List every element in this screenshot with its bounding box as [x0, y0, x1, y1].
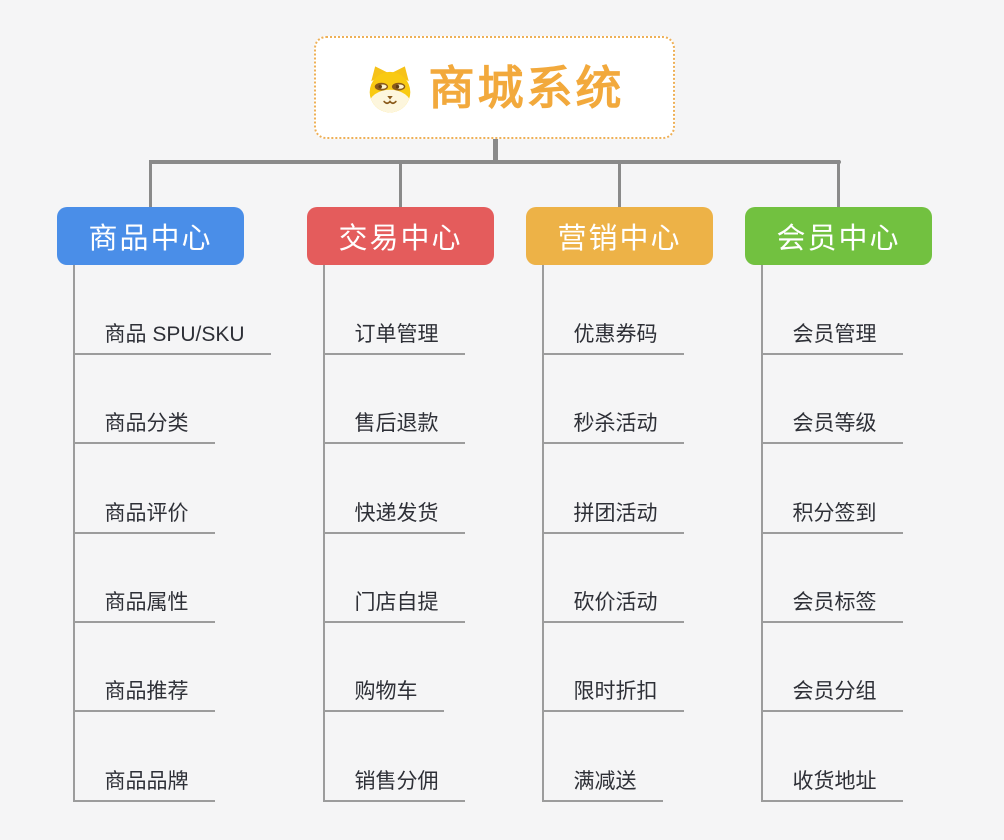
- root-connector-stub: [492, 139, 498, 164]
- leaf-node[interactable]: 商品推荐: [72, 681, 215, 713]
- leaf-node[interactable]: 购物车: [322, 681, 444, 713]
- leaf-node[interactable]: 砍价活动: [541, 591, 684, 623]
- leaf-node[interactable]: 满减送: [541, 770, 663, 802]
- branch-bus-line: [148, 160, 841, 164]
- leaf-node[interactable]: 会员等级: [760, 413, 903, 445]
- leaf-node[interactable]: 商品品牌: [72, 770, 215, 802]
- branch-drop-line: [617, 160, 621, 209]
- leaf-node[interactable]: 会员标签: [760, 591, 903, 623]
- leaf-node[interactable]: 快递发货: [322, 502, 465, 534]
- leaf-node[interactable]: 优惠券码: [541, 324, 684, 355]
- leaf-node[interactable]: 商品 SPU/SKU: [72, 324, 271, 355]
- branch-drop-line: [398, 160, 402, 209]
- branch-header[interactable]: 营销中心: [526, 207, 713, 265]
- leaf-node[interactable]: 商品分类: [72, 413, 215, 445]
- leaf-node[interactable]: 商品评价: [72, 502, 215, 534]
- leaf-node[interactable]: 售后退款: [322, 413, 465, 445]
- leaf-node[interactable]: 销售分佣: [322, 770, 465, 802]
- leaf-node[interactable]: 限时折扣: [541, 681, 684, 713]
- branch-header[interactable]: 会员中心: [745, 207, 932, 265]
- leaf-node[interactable]: 收货地址: [760, 770, 903, 802]
- leaf-node[interactable]: 秒杀活动: [541, 413, 684, 445]
- leaf-node[interactable]: 拼团活动: [541, 502, 684, 534]
- branch-header[interactable]: 商品中心: [57, 207, 244, 265]
- dog-face-icon: [365, 64, 415, 114]
- root-node[interactable]: 商城系统: [314, 36, 675, 139]
- leaf-node[interactable]: 会员分组: [760, 681, 903, 713]
- leaf-node[interactable]: 会员管理: [760, 324, 903, 355]
- leaf-node[interactable]: 商品属性: [72, 591, 215, 623]
- branch-drop-line: [148, 160, 152, 209]
- leaf-node[interactable]: 积分签到: [760, 502, 903, 534]
- leaf-node[interactable]: 门店自提: [322, 591, 465, 623]
- branch-drop-line: [836, 160, 840, 209]
- root-title: 商城系统: [428, 61, 625, 114]
- branch-header[interactable]: 交易中心: [307, 207, 494, 265]
- leaf-node[interactable]: 订单管理: [322, 324, 465, 355]
